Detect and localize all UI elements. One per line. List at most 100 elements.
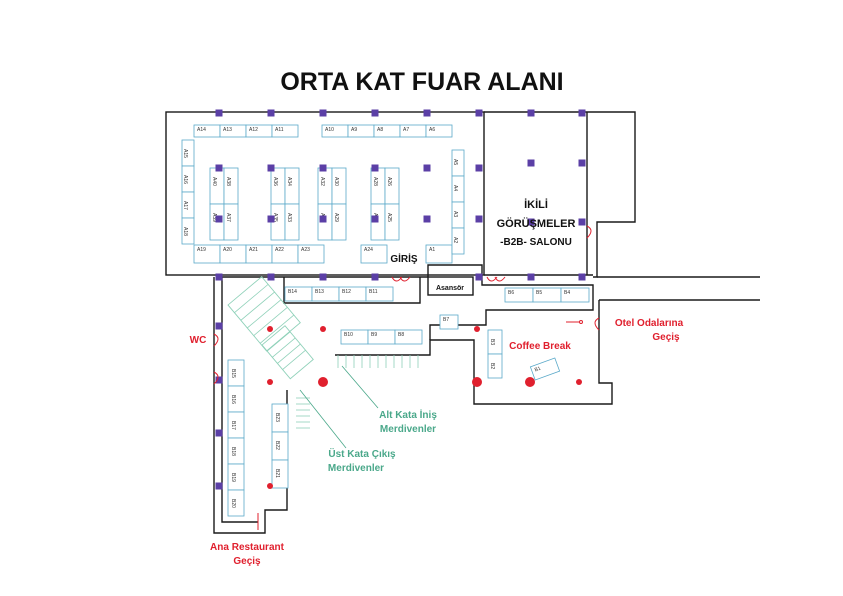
booth-a28: A28	[370, 167, 386, 205]
booth-label: B15	[230, 369, 236, 378]
booth-box	[209, 167, 225, 205]
booth-box	[271, 459, 289, 489]
booth-box	[384, 203, 400, 241]
booth-a3: A3	[451, 201, 465, 229]
booth-box	[360, 244, 388, 264]
walls	[165, 111, 760, 534]
booth-label: A29	[333, 213, 339, 222]
pillar	[215, 273, 223, 281]
booth-label: A7	[403, 127, 409, 133]
booth-label: A36	[272, 177, 278, 186]
pillar	[371, 109, 379, 117]
booth-label: A14	[197, 127, 206, 133]
booth-label: B21	[274, 469, 280, 478]
booth-label: A10	[325, 127, 334, 133]
booth-a33: A33	[284, 203, 300, 241]
pillar	[267, 215, 275, 223]
marker-dot	[576, 379, 582, 385]
booth-label: B6	[508, 290, 514, 296]
booth-label: A3	[452, 211, 458, 217]
booth-box	[331, 203, 347, 241]
pillar	[475, 164, 483, 172]
booth-label: B12	[342, 289, 351, 295]
booth-a24: A24	[360, 244, 388, 264]
booth-label: A2	[452, 237, 458, 243]
booth-a38: A38	[223, 167, 239, 205]
pillar	[319, 109, 327, 117]
booth-a18: A18	[181, 217, 195, 245]
booth-a29: A29	[331, 203, 347, 241]
booth-b11: B11	[365, 286, 394, 302]
booth-a16: A16	[181, 165, 195, 193]
down-stairs	[337, 355, 419, 368]
booth-label: A22	[275, 247, 284, 253]
doors	[213, 225, 600, 530]
booth-label: A8	[377, 127, 383, 133]
booth-label: B7	[443, 317, 449, 323]
booth-a13: A13	[219, 124, 247, 138]
ust-kata-label-line1: Üst Kata Çıkış	[328, 447, 396, 460]
booth-label: B23	[274, 413, 280, 422]
marker-dot	[525, 377, 535, 387]
pillar	[371, 273, 379, 281]
pillar	[319, 273, 327, 281]
pillar	[215, 109, 223, 117]
alt-kata-label-line1: Alt Kata İniş	[379, 408, 437, 421]
booth-label: A40	[211, 177, 217, 186]
ana-restaurant-label-line1: Ana Restaurant	[210, 542, 285, 553]
booth-b17: B17	[227, 411, 245, 439]
booth-b4: B4	[560, 287, 590, 303]
booth-label: A34	[286, 177, 292, 186]
pillar	[475, 109, 483, 117]
booth-label: A9	[351, 127, 357, 133]
booth-b12: B12	[338, 286, 367, 302]
booth-b22: B22	[271, 431, 289, 461]
booth-label: B8	[398, 332, 404, 338]
booth-a19: A19	[193, 244, 221, 264]
booth-box	[384, 167, 400, 205]
booth-b14: B14	[284, 286, 313, 302]
pillar	[267, 164, 275, 172]
booth-a30: A30	[331, 167, 347, 205]
booth-label: A39	[211, 213, 217, 222]
pillar	[267, 109, 275, 117]
booth-b8: B8	[394, 329, 423, 345]
booth-b10: B10	[340, 329, 369, 345]
booth-a40: A40	[209, 167, 225, 205]
booth-label: B17	[230, 421, 236, 430]
booth-b21: B21	[271, 459, 289, 489]
booth-box	[560, 287, 590, 303]
up-stairs-lower	[261, 325, 314, 380]
pillar	[215, 482, 223, 490]
booth-label: A15	[182, 149, 188, 158]
booth-a21: A21	[245, 244, 273, 264]
pillar	[215, 429, 223, 437]
booth-box	[284, 203, 300, 241]
booth-label: B13	[315, 289, 324, 295]
booth-label: A20	[223, 247, 232, 253]
booth-a36: A36	[270, 167, 286, 205]
booth-a15: A15	[181, 139, 195, 167]
side-stairs	[296, 397, 310, 429]
booth-label: B4	[564, 290, 570, 296]
booth-box	[439, 314, 459, 330]
booth-box	[297, 244, 325, 264]
booth-box	[284, 167, 300, 205]
marker-dot	[474, 326, 480, 332]
booth-b9: B9	[367, 329, 396, 345]
booth-label: B5	[536, 290, 542, 296]
booth-label: A38	[225, 177, 231, 186]
booth-label: A37	[225, 213, 231, 222]
coffee-break-label: Coffee Break	[509, 341, 571, 352]
booth-box	[227, 489, 245, 517]
pillar	[215, 322, 223, 330]
b2b-label-line2: GÖRÜŞMELER	[497, 217, 576, 230]
pillar	[215, 215, 223, 223]
booth-label: A33	[286, 213, 292, 222]
booth-a32: A32	[317, 167, 333, 205]
marker-dot	[267, 326, 273, 332]
pillar	[578, 109, 586, 117]
otel-label-line2: Geçiş	[652, 332, 680, 343]
pillar	[423, 164, 431, 172]
